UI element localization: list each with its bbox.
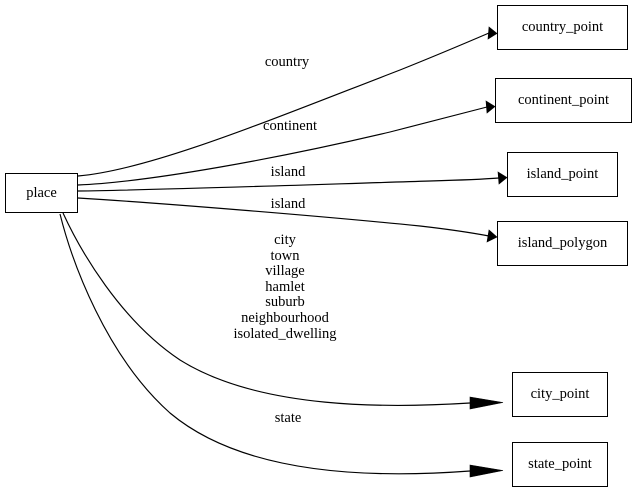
node-island-polygon[interactable]: island_polygon <box>497 221 628 266</box>
node-place[interactable]: place <box>5 173 78 213</box>
node-label: continent_point <box>517 92 609 109</box>
edge-line-island-polygon <box>77 197 490 237</box>
edge-label-country-point: country <box>264 54 310 70</box>
node-label: island_polygon <box>517 235 608 252</box>
node-label: country_point <box>521 19 604 36</box>
arrowhead-continent-point <box>485 100 496 114</box>
arrowhead-island-polygon <box>486 229 498 243</box>
edge-line-island-point <box>77 177 500 192</box>
node-label: place <box>26 184 57 201</box>
arrowhead-state-point <box>469 464 504 478</box>
node-city-point[interactable]: city_point <box>512 372 608 417</box>
edge-label-island-point: island <box>270 164 306 180</box>
edge-label-island-polygon: island <box>270 196 306 212</box>
edge-line-country-point <box>77 32 490 177</box>
edge-label-city-point: city town village hamlet suburb neighbou… <box>233 232 337 342</box>
arrowhead-island-point <box>497 171 508 185</box>
edge-line-state-point <box>59 213 471 475</box>
node-island-point[interactable]: island_point <box>507 152 618 197</box>
node-continent-point[interactable]: continent_point <box>495 78 632 123</box>
edge-label-state-point: state <box>274 410 302 426</box>
edge-line-city-point <box>62 212 471 406</box>
node-country-point[interactable]: country_point <box>497 5 628 50</box>
node-label: city_point <box>530 386 590 403</box>
node-label: state_point <box>528 456 592 473</box>
arrowhead-country-point <box>487 26 498 40</box>
node-state-point[interactable]: state_point <box>512 442 608 487</box>
arrowhead-city-point <box>469 396 504 410</box>
edge-line-continent-point <box>77 106 488 186</box>
edge-label-continent-point: continent <box>263 118 317 134</box>
node-label: island_point <box>526 166 599 183</box>
